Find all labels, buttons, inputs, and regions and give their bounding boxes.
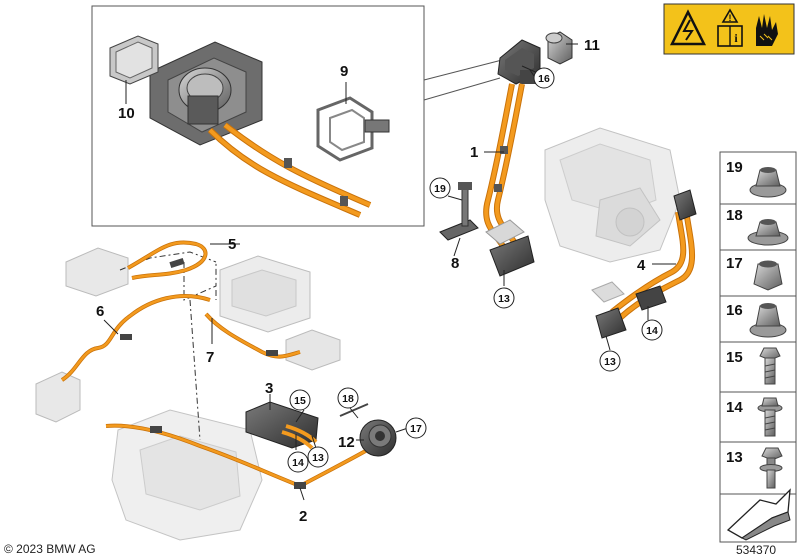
circled-callout-14-b: 14 bbox=[287, 451, 309, 473]
callout-5: 5 bbox=[228, 236, 236, 253]
hex-bolt-washer-icon bbox=[757, 397, 783, 437]
circled-callout-14-a: 14 bbox=[641, 319, 663, 341]
warning-label-panel: ! i bbox=[663, 3, 795, 55]
svg-text:17: 17 bbox=[410, 423, 422, 435]
hex-flange-nut-icon bbox=[749, 167, 787, 198]
sidebar-label-13: 13 bbox=[726, 449, 743, 466]
arrow-icon bbox=[726, 488, 791, 541]
inset-cables bbox=[207, 122, 372, 218]
callout-7: 7 bbox=[206, 349, 214, 366]
callout-9: 9 bbox=[340, 63, 348, 80]
ghost-electric-machine bbox=[544, 127, 681, 263]
circled-callout-13-c: 13 bbox=[307, 446, 329, 468]
svg-text:i: i bbox=[734, 31, 738, 45]
sidebar-label-16: 16 bbox=[726, 302, 743, 319]
hex-flange-nut-tall-icon bbox=[749, 303, 787, 338]
sidebar-label-17: 17 bbox=[726, 255, 743, 272]
svg-text:19: 19 bbox=[434, 183, 446, 195]
cable-5 bbox=[127, 240, 208, 280]
circled-callout-18: 18 bbox=[337, 387, 359, 409]
cable-6 bbox=[60, 294, 211, 382]
hex-bolt-short-icon bbox=[759, 347, 781, 385]
flange-nut-low-icon bbox=[747, 219, 789, 246]
bracket-part-8 bbox=[439, 182, 479, 241]
circled-callout-17: 17 bbox=[405, 417, 427, 439]
svg-text:13: 13 bbox=[312, 452, 324, 464]
circled-callout-15: 15 bbox=[289, 389, 311, 411]
hex-nut-icon bbox=[753, 260, 783, 291]
inset-bracket-part-9 bbox=[316, 96, 390, 162]
svg-text:14: 14 bbox=[292, 457, 304, 469]
svg-text:18: 18 bbox=[342, 393, 354, 405]
callout-1: 1 bbox=[470, 144, 478, 161]
inset-cover-part-10 bbox=[109, 35, 159, 85]
cable-1-connector-end bbox=[485, 219, 535, 277]
diagram-id: 534370 bbox=[736, 543, 776, 557]
circled-callout-13-b: 13 bbox=[599, 350, 621, 372]
callout-3: 3 bbox=[265, 380, 273, 397]
callout-10: 10 bbox=[118, 105, 135, 122]
svg-text:!: ! bbox=[729, 13, 732, 23]
callout-11: 11 bbox=[584, 37, 600, 54]
callout-6: 6 bbox=[96, 303, 104, 320]
cable-7 bbox=[204, 312, 301, 359]
callout-8: 8 bbox=[451, 255, 459, 272]
circled-callout-13-a: 13 bbox=[493, 287, 515, 309]
inset-socket-housing bbox=[149, 41, 263, 146]
svg-text:16: 16 bbox=[538, 73, 550, 85]
callout-4: 4 bbox=[637, 257, 646, 274]
sidebar-label-15: 15 bbox=[726, 349, 743, 366]
collar-bolt-icon bbox=[759, 447, 783, 489]
callout-2: 2 bbox=[299, 508, 307, 525]
ghost-components-left bbox=[35, 247, 341, 541]
manual-info-icon: ! i bbox=[717, 8, 743, 47]
svg-text:15: 15 bbox=[294, 395, 306, 407]
circled-callout-16: 16 bbox=[533, 67, 555, 89]
sidebar-label-19: 19 bbox=[726, 159, 743, 176]
copyright-text: © 2023 BMW AG bbox=[4, 542, 96, 556]
high-voltage-warning-icon bbox=[669, 9, 707, 46]
svg-text:13: 13 bbox=[604, 356, 616, 368]
svg-text:14: 14 bbox=[646, 325, 658, 337]
plug-part-11 bbox=[545, 31, 573, 65]
sidebar-label-18: 18 bbox=[726, 207, 743, 224]
glove-hand-icon bbox=[756, 14, 778, 46]
circled-callout-19: 19 bbox=[429, 177, 451, 199]
svg-text:13: 13 bbox=[498, 293, 510, 305]
cable-4 bbox=[591, 189, 697, 339]
sidebar-label-14: 14 bbox=[726, 399, 743, 416]
leader-lines bbox=[103, 43, 676, 501]
cable-2 bbox=[105, 423, 379, 489]
charging-socket-lower bbox=[245, 401, 397, 457]
callout-12: 12 bbox=[338, 434, 355, 451]
